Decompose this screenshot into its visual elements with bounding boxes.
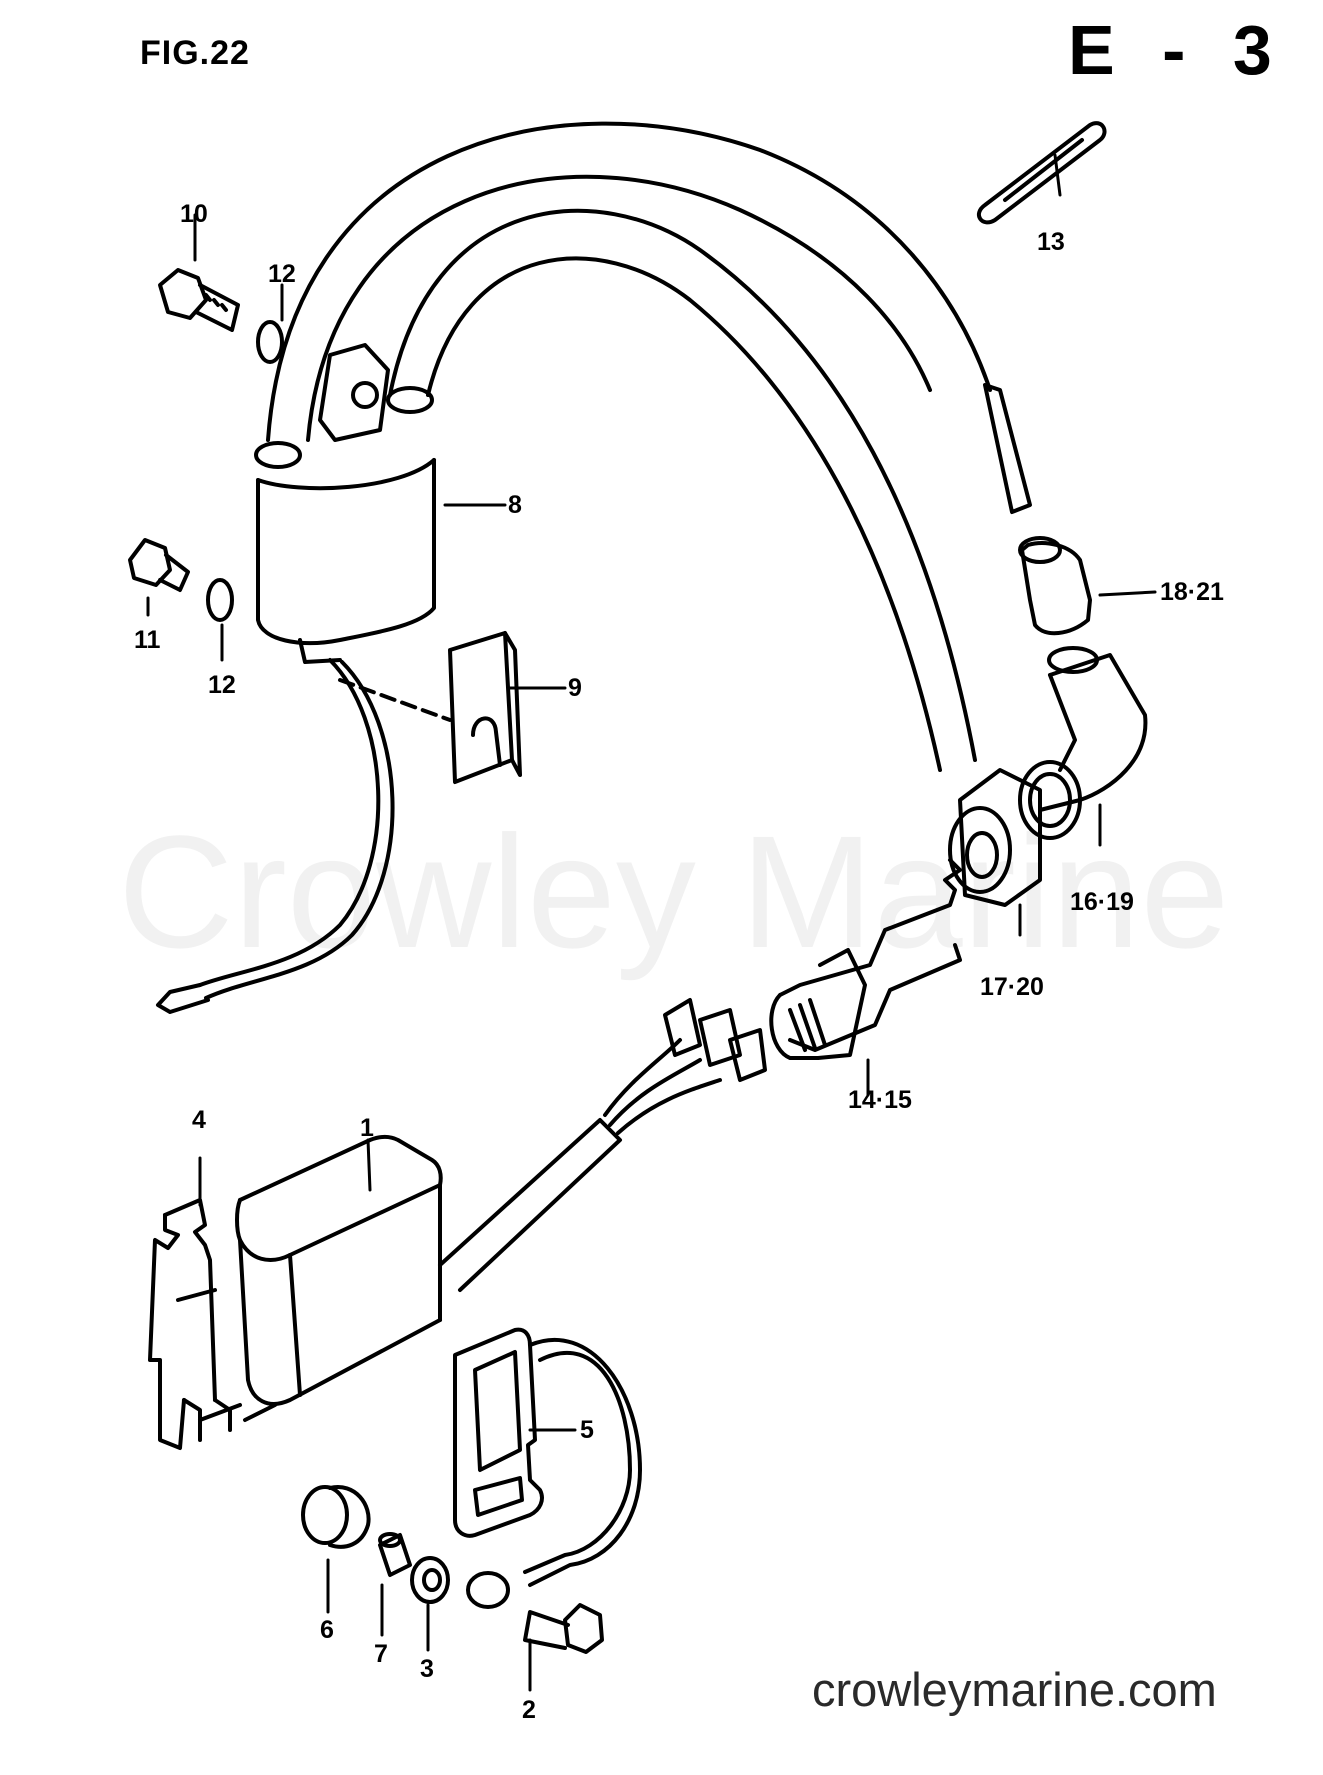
- spacer-17-20: [950, 770, 1040, 905]
- coil-bracket-9: [340, 633, 520, 782]
- callout-2: 2: [522, 1696, 536, 1724]
- callout-6: 6: [320, 1616, 334, 1644]
- callout-17-20: 17·20: [980, 973, 1044, 1001]
- bolt-11: [130, 540, 188, 590]
- callout-5: 5: [580, 1416, 594, 1444]
- ignition-coil: [256, 345, 434, 662]
- website-url: crowleymarine.com: [812, 1663, 1217, 1716]
- callout-10: 10: [180, 200, 208, 228]
- plug-cap-16-19: [1020, 648, 1145, 838]
- washer-12-upper: [258, 322, 282, 362]
- grommet-13: [979, 123, 1105, 222]
- cdi-bracket-4: [150, 1200, 275, 1448]
- section-code: E - 3: [1068, 11, 1286, 89]
- callout-14-15: 14·15: [848, 1086, 912, 1114]
- bolt-2: [525, 1605, 602, 1652]
- callout-1: 1: [360, 1114, 374, 1142]
- callout-4: 4: [192, 1106, 206, 1134]
- callout-11: 11: [134, 626, 161, 654]
- callout-16-19: 16·19: [1070, 888, 1134, 916]
- callout-7: 7: [374, 1640, 388, 1668]
- ground-lead: [468, 1340, 640, 1607]
- cdi-unit-1: [237, 1137, 441, 1404]
- callout-12-lower: 12: [208, 671, 236, 699]
- leader-lines: [148, 155, 1155, 1690]
- grommet-6: [303, 1487, 369, 1547]
- callout-12-upper: 12: [268, 260, 296, 288]
- callout-9: 9: [568, 674, 582, 702]
- ignition-coil-leads: [268, 124, 1030, 770]
- bolt-10: [160, 270, 238, 330]
- cap-boot-18-21: [1020, 538, 1090, 633]
- cushion-5: [455, 1330, 542, 1536]
- callout-3: 3: [420, 1655, 434, 1683]
- washer-12-lower: [208, 580, 232, 620]
- washer-3: [412, 1558, 448, 1602]
- spark-plug-14-15: [771, 860, 960, 1058]
- callout-13: 13: [1037, 228, 1065, 256]
- callout-8: 8: [508, 491, 522, 519]
- cdi-wiring-harness: [440, 1000, 765, 1290]
- coil-primary-lead: [158, 660, 393, 1012]
- callout-18-21: 18·21: [1160, 578, 1224, 606]
- figure-number: FIG.22: [140, 34, 250, 72]
- collar-7: [380, 1534, 410, 1575]
